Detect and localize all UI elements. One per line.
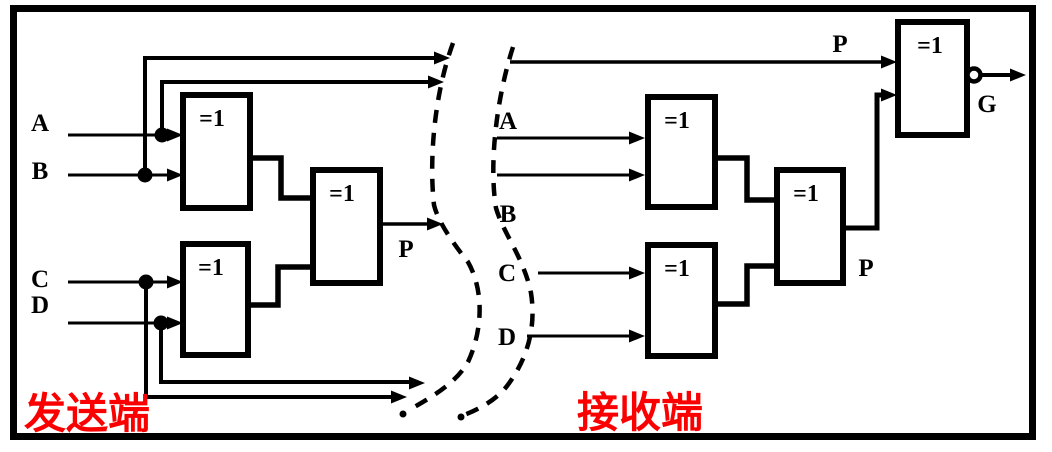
wire-branch-d-to-channel bbox=[159, 323, 412, 384]
junction-dot bbox=[153, 315, 169, 331]
error-output-label: G bbox=[977, 91, 996, 118]
receiver-parity-top-label: P bbox=[832, 31, 847, 58]
arrowhead bbox=[391, 390, 407, 404]
xor-gate-sender-cd bbox=[180, 241, 251, 358]
xor-gate-label: =1 bbox=[793, 181, 819, 207]
arrowhead bbox=[881, 88, 897, 102]
receiver-input-label-a: A bbox=[499, 108, 517, 135]
inversion-bubble bbox=[965, 66, 983, 84]
receiver-parity-mid-label: P bbox=[858, 255, 873, 282]
arrowhead bbox=[1010, 68, 1026, 82]
sender-section-label: 发送端 bbox=[24, 390, 150, 437]
channel-break-left bbox=[407, 42, 482, 412]
arrowhead bbox=[629, 131, 645, 145]
junction-dot bbox=[137, 167, 153, 183]
receiver-input-label-c: C bbox=[498, 260, 516, 287]
receiver-input-label-d: D bbox=[498, 324, 516, 351]
arrowhead bbox=[409, 376, 425, 390]
arrowhead bbox=[629, 266, 645, 280]
wire-gate5-to-gate6 bbox=[715, 263, 777, 307]
wire-branch-a-to-channel bbox=[160, 80, 430, 135]
arrowhead bbox=[427, 217, 443, 231]
sender-input-label-a: A bbox=[31, 110, 49, 137]
sender-parity-label: P bbox=[398, 236, 413, 263]
sender-input-label-c: C bbox=[31, 266, 49, 293]
arrowhead bbox=[167, 128, 183, 142]
xor-gate-label: =1 bbox=[664, 256, 690, 282]
wire-gate4-to-gate6 bbox=[715, 155, 777, 203]
xor-gate-sender-ab bbox=[180, 92, 253, 211]
xor-gate-receiver-cd bbox=[645, 242, 718, 359]
arrowhead bbox=[881, 55, 897, 69]
xor-gate-receiver-ab bbox=[645, 94, 718, 210]
junction-dot bbox=[154, 127, 170, 143]
arrowhead bbox=[434, 51, 450, 65]
xor-gate-label: =1 bbox=[664, 108, 690, 134]
sender-input-label-d: D bbox=[31, 292, 49, 319]
channel-break-right bbox=[463, 46, 535, 418]
arrowhead bbox=[428, 75, 444, 89]
sender-input-label-b: B bbox=[32, 158, 49, 185]
junction-dot bbox=[138, 274, 154, 290]
xor-gate-label: =1 bbox=[199, 106, 225, 132]
wire-branch-b-to-channel bbox=[143, 56, 436, 175]
xor-gate-label: =1 bbox=[198, 255, 224, 281]
diagram-border bbox=[10, 5, 1036, 440]
channel-break-end-dot bbox=[399, 410, 407, 418]
wire-gate1-to-gate2 bbox=[250, 155, 313, 201]
xor-gate-label: =1 bbox=[917, 33, 943, 59]
channel-break-end-dot bbox=[457, 413, 465, 421]
arrowhead bbox=[629, 329, 645, 343]
xor-gate-label: =1 bbox=[329, 181, 355, 207]
wire-gate3-to-gate2 bbox=[248, 264, 313, 308]
wire-branch-c-to-channel bbox=[144, 282, 394, 399]
receiver-input-label-b: B bbox=[500, 201, 517, 228]
arrowhead bbox=[167, 316, 183, 330]
xor-gate-sender-parity bbox=[310, 167, 383, 286]
wire-gate6-to-gate7 bbox=[843, 92, 884, 231]
arrowhead bbox=[167, 275, 183, 289]
receiver-section-label: 接收端 bbox=[577, 389, 703, 436]
arrowhead bbox=[167, 168, 183, 182]
arrowhead bbox=[629, 168, 645, 182]
